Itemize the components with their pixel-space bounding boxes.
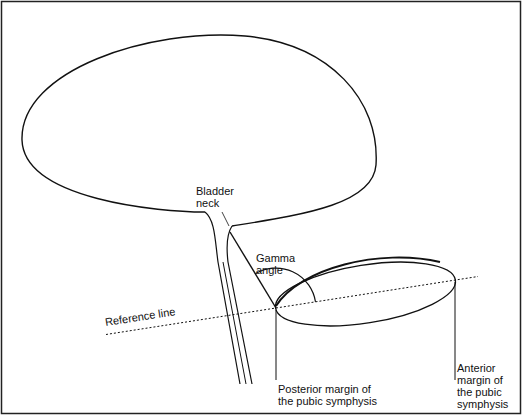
part-label: Posterior margin of the pubic symphysis xyxy=(278,383,388,407)
part-label: Anterior margin of the pubic symphysis xyxy=(457,362,519,410)
line-label: Reference line xyxy=(104,305,176,328)
angle-label: Gamma angle xyxy=(256,252,296,276)
part-label: Bladder neck xyxy=(196,185,240,209)
